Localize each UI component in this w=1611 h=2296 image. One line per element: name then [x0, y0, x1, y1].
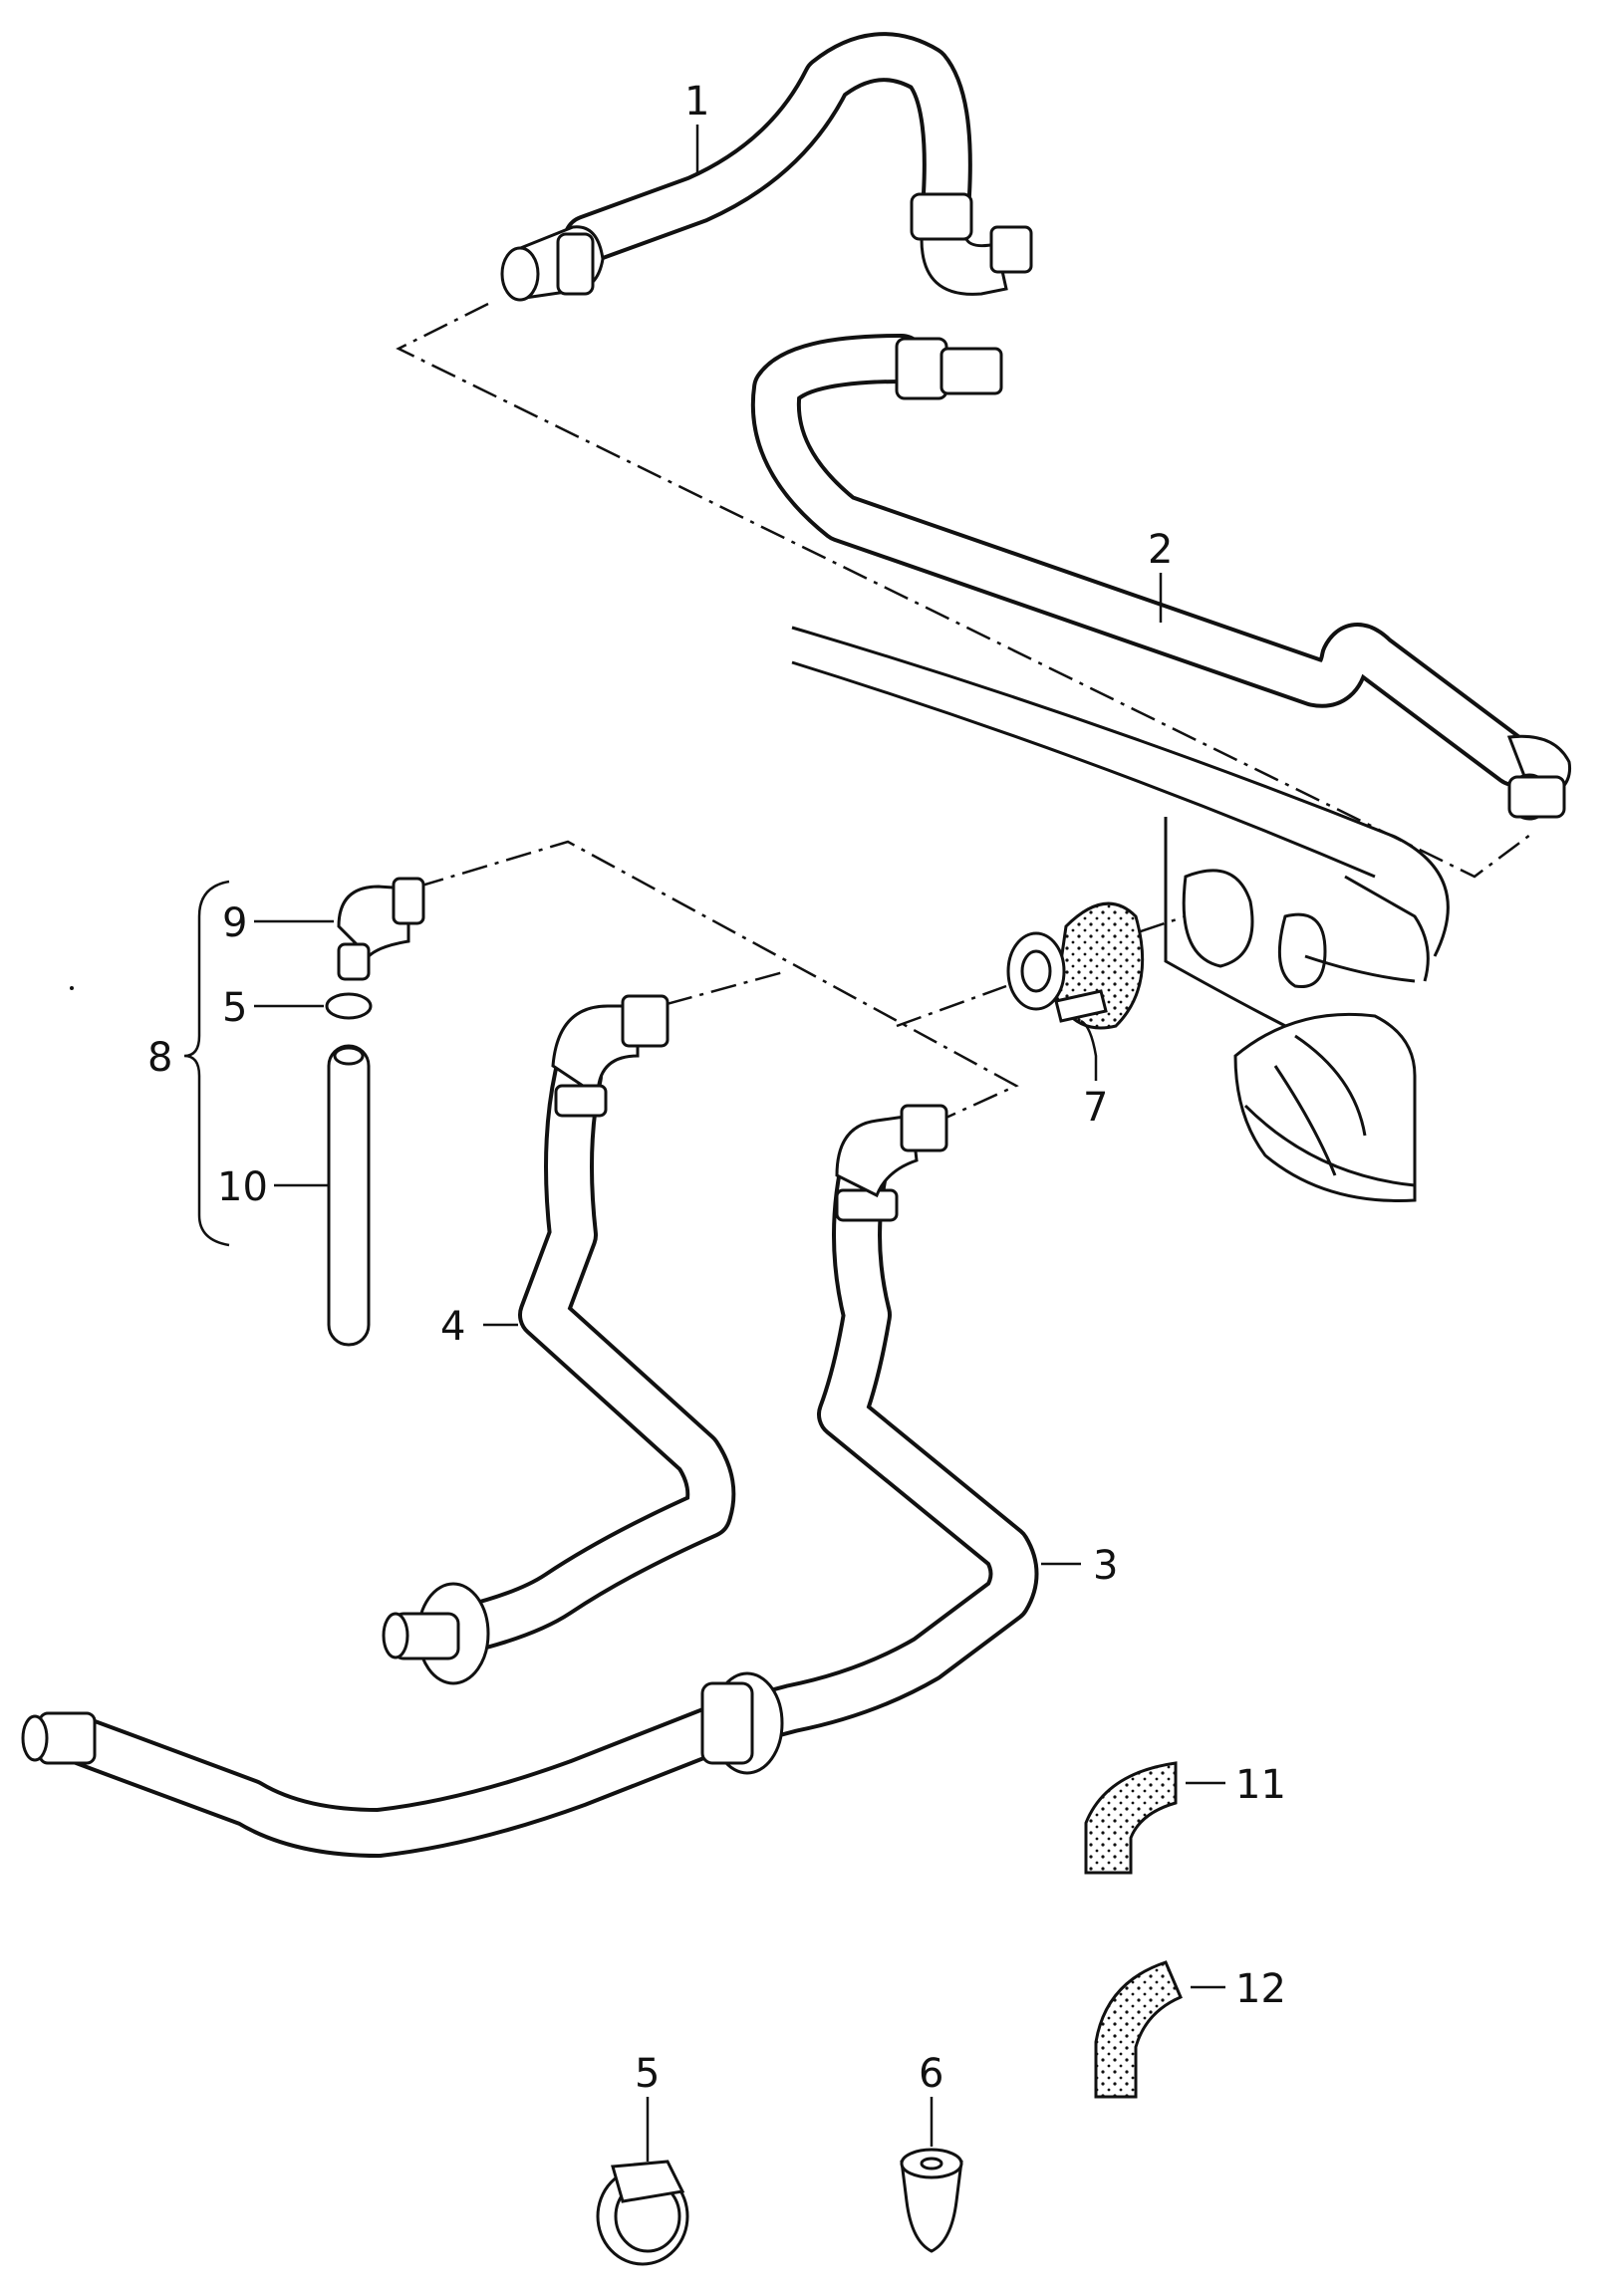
callout-5-clamp: 5 — [635, 2051, 660, 2097]
callout-4: 4 — [440, 1304, 465, 1350]
leader-lines — [254, 125, 1225, 2162]
part-7-flange — [1006, 901, 1145, 1030]
part-11-hose-elbow — [1084, 1761, 1178, 1875]
callout-6: 6 — [919, 2051, 943, 2097]
callout-9: 9 — [222, 900, 247, 946]
callout-8: 8 — [147, 1035, 172, 1081]
callout-1: 1 — [684, 79, 709, 125]
callout-7: 7 — [1083, 1085, 1108, 1131]
callout-11: 11 — [1235, 1762, 1286, 1808]
callout-10: 10 — [217, 1164, 268, 1210]
callout-2: 2 — [1148, 527, 1173, 573]
hose-2 — [750, 334, 1572, 821]
callout-5-group: 5 — [222, 985, 247, 1031]
callout-3: 3 — [1093, 1543, 1118, 1589]
connection-lines — [396, 302, 1535, 1138]
reservoir-cap — [1233, 1012, 1417, 1202]
callout-12: 12 — [1235, 1966, 1286, 2012]
part-5-clamp — [596, 2160, 689, 2266]
group-8-bracket — [183, 880, 230, 1247]
hose-4 — [382, 994, 736, 1685]
stray-mark — [70, 986, 74, 990]
part-12-hose-elbow — [1094, 1960, 1183, 2099]
part-5-clamp-small — [325, 992, 373, 1020]
part-9-elbow — [337, 877, 425, 981]
part-10-tube — [327, 1044, 371, 1347]
part-6-grommet — [900, 2148, 963, 2253]
hose-1 — [500, 32, 1033, 302]
hose-3 — [21, 1104, 1039, 1858]
